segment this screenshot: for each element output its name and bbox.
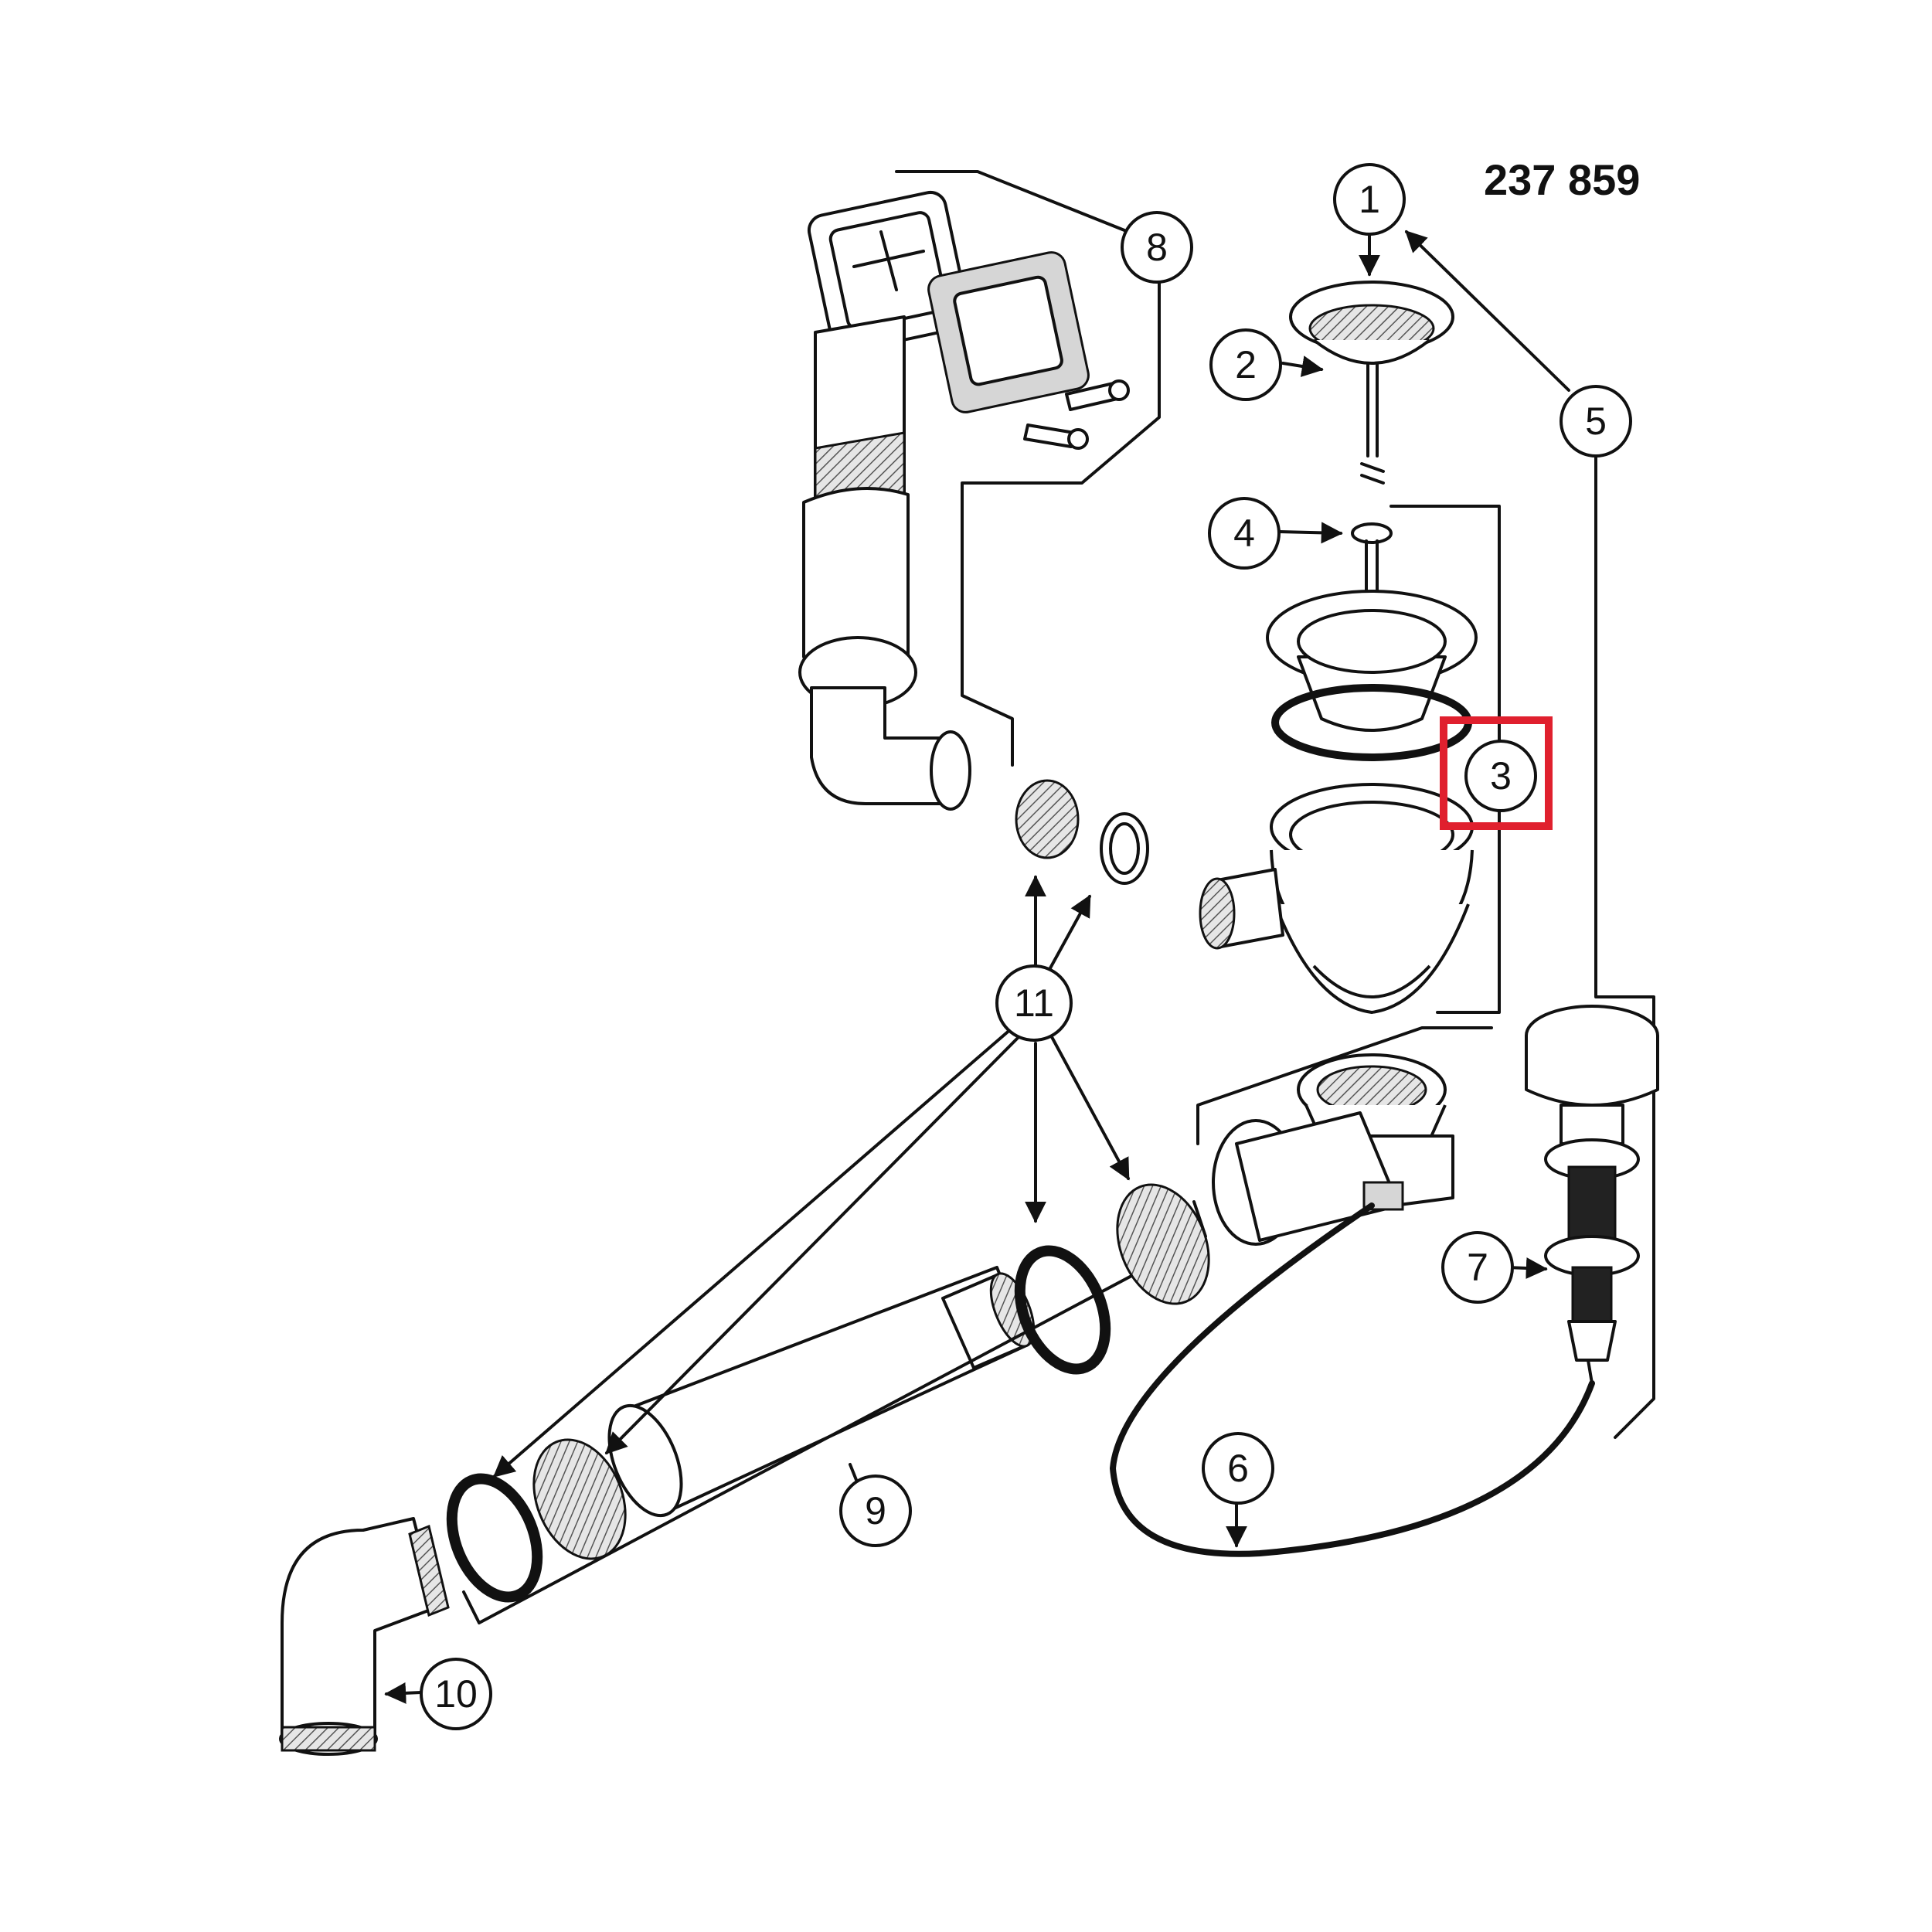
svg-text:6: 6 bbox=[1227, 1447, 1249, 1490]
svg-text:7: 7 bbox=[1467, 1246, 1488, 1289]
strainer-basket bbox=[1289, 281, 1454, 485]
svg-text:1: 1 bbox=[1359, 178, 1380, 221]
callout-11: 11 bbox=[995, 964, 1073, 1042]
callout-5: 5 bbox=[1560, 385, 1632, 457]
callout-1: 1 bbox=[1333, 163, 1406, 236]
operating-knob bbox=[1525, 1005, 1659, 1385]
svg-text:9: 9 bbox=[865, 1489, 886, 1532]
coupling-ring-upper bbox=[1014, 1245, 1111, 1375]
svg-text:3: 3 bbox=[1490, 754, 1512, 798]
bowden-cable bbox=[1110, 1202, 1595, 1557]
callout-6: 6 bbox=[1202, 1432, 1274, 1505]
strainer-cup-small bbox=[1212, 1053, 1454, 1246]
svg-text:11: 11 bbox=[1014, 981, 1054, 1025]
callout-10: 10 bbox=[420, 1658, 492, 1730]
callout-7: 7 bbox=[1441, 1231, 1514, 1304]
coupling-ring-lower bbox=[446, 1473, 543, 1603]
svg-text:8: 8 bbox=[1146, 226, 1168, 269]
bracket-8 bbox=[961, 277, 1161, 767]
callout-2: 2 bbox=[1209, 328, 1282, 401]
svg-text:5: 5 bbox=[1585, 400, 1607, 443]
bracket-9 bbox=[462, 1200, 1207, 1624]
coupling-nut-lower bbox=[532, 1438, 627, 1560]
callout-9: 9 bbox=[839, 1475, 912, 1547]
callout-4: 4 bbox=[1208, 497, 1281, 570]
overflow-screws bbox=[1023, 379, 1130, 450]
svg-text:10: 10 bbox=[434, 1672, 478, 1716]
leader-lines bbox=[384, 230, 1570, 1704]
pipe-elbow bbox=[279, 1517, 450, 1756]
callout-3-highlight bbox=[1440, 716, 1553, 830]
overflow-outlet bbox=[798, 190, 971, 811]
svg-text:4: 4 bbox=[1233, 512, 1255, 555]
bracket-5 bbox=[1196, 1026, 1493, 1145]
overflow-nut bbox=[1015, 779, 1149, 885]
overflow-gasket bbox=[927, 251, 1090, 413]
svg-text:2: 2 bbox=[1235, 343, 1257, 386]
coupling-nut-upper bbox=[1116, 1183, 1210, 1305]
callout-8: 8 bbox=[1121, 211, 1193, 284]
valve-body bbox=[1199, 522, 1478, 1014]
leader-8 bbox=[895, 170, 1130, 233]
leader-5 bbox=[1594, 447, 1655, 1439]
callout-3: 3 bbox=[1464, 740, 1537, 812]
document-number: 237 859 bbox=[1484, 155, 1640, 204]
